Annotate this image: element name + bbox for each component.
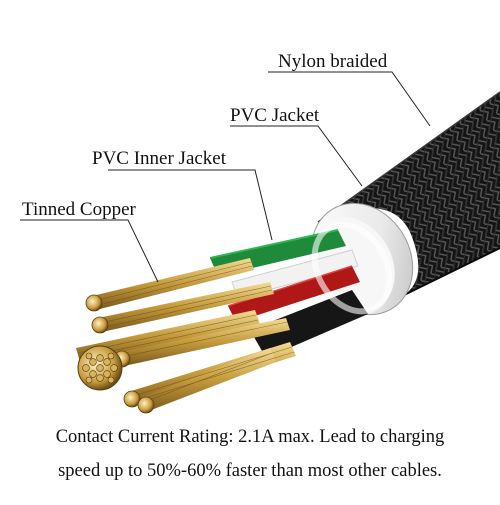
leader-lines xyxy=(20,71,431,283)
leader-pvc-jacket xyxy=(230,125,363,187)
leader-nylon-braided xyxy=(268,71,431,127)
copper-strands xyxy=(76,258,296,414)
label-pvc-inner-jacket: PVC Inner Jacket xyxy=(92,148,227,169)
caption-line-2: speed up to 50%-60% faster than most oth… xyxy=(58,461,442,481)
caption-line-1: Contact Current Rating: 2.1A max. Lead t… xyxy=(55,427,445,447)
nylon-braid-sleeve xyxy=(317,91,500,297)
label-pvc-jacket: PVC Jacket xyxy=(230,105,320,126)
label-tinned-copper: Tinned Copper xyxy=(22,199,136,220)
leader-tinned-copper xyxy=(20,219,159,283)
leader-pvc-inner-jacket xyxy=(108,169,273,241)
label-nylon-braided: Nylon braided xyxy=(278,51,388,72)
